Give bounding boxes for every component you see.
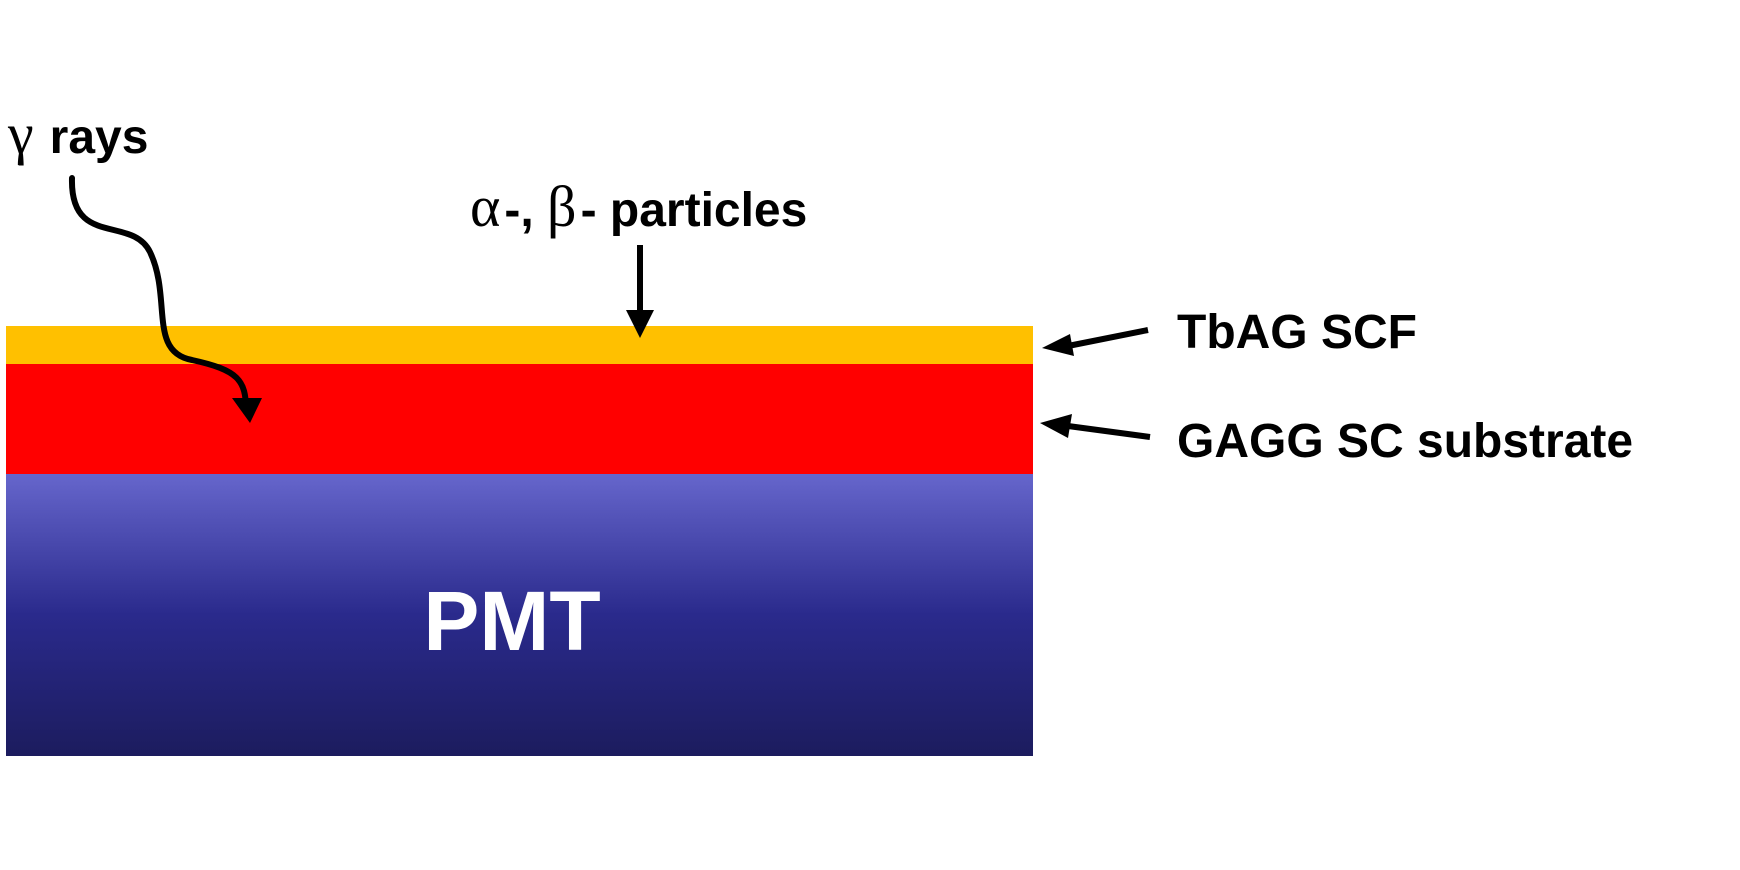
particles-arrow-head [626,310,654,338]
gagg-substrate-layer [6,364,1033,474]
beta-symbol: β [547,174,577,239]
substrate-pointer-shaft [1067,423,1151,440]
tbag-scf-layer [6,326,1033,364]
pmt-label: PMT [423,574,600,668]
particles-text: - particles [581,184,808,237]
scf-pointer-shaft [1067,327,1149,349]
alpha-beta-label: α -, β - particles [470,174,807,239]
gamma-rays-label: γ rays [7,101,148,166]
scf-pointer-head [1042,334,1074,356]
gamma-symbol: γ [7,101,34,166]
substrate-layer-label: GAGG SC substrate [1177,415,1633,468]
gamma-ray-wavy-arrow [68,175,249,413]
alpha-symbol: α [470,174,500,239]
gamma-arrow-head [232,398,262,423]
pmt-block [6,474,1033,756]
substrate-pointer-head [1040,414,1072,438]
gamma-rays-text: rays [50,111,149,164]
alpha-separator: -, [504,184,547,237]
scf-layer-label: TbAG SCF [1177,306,1417,359]
